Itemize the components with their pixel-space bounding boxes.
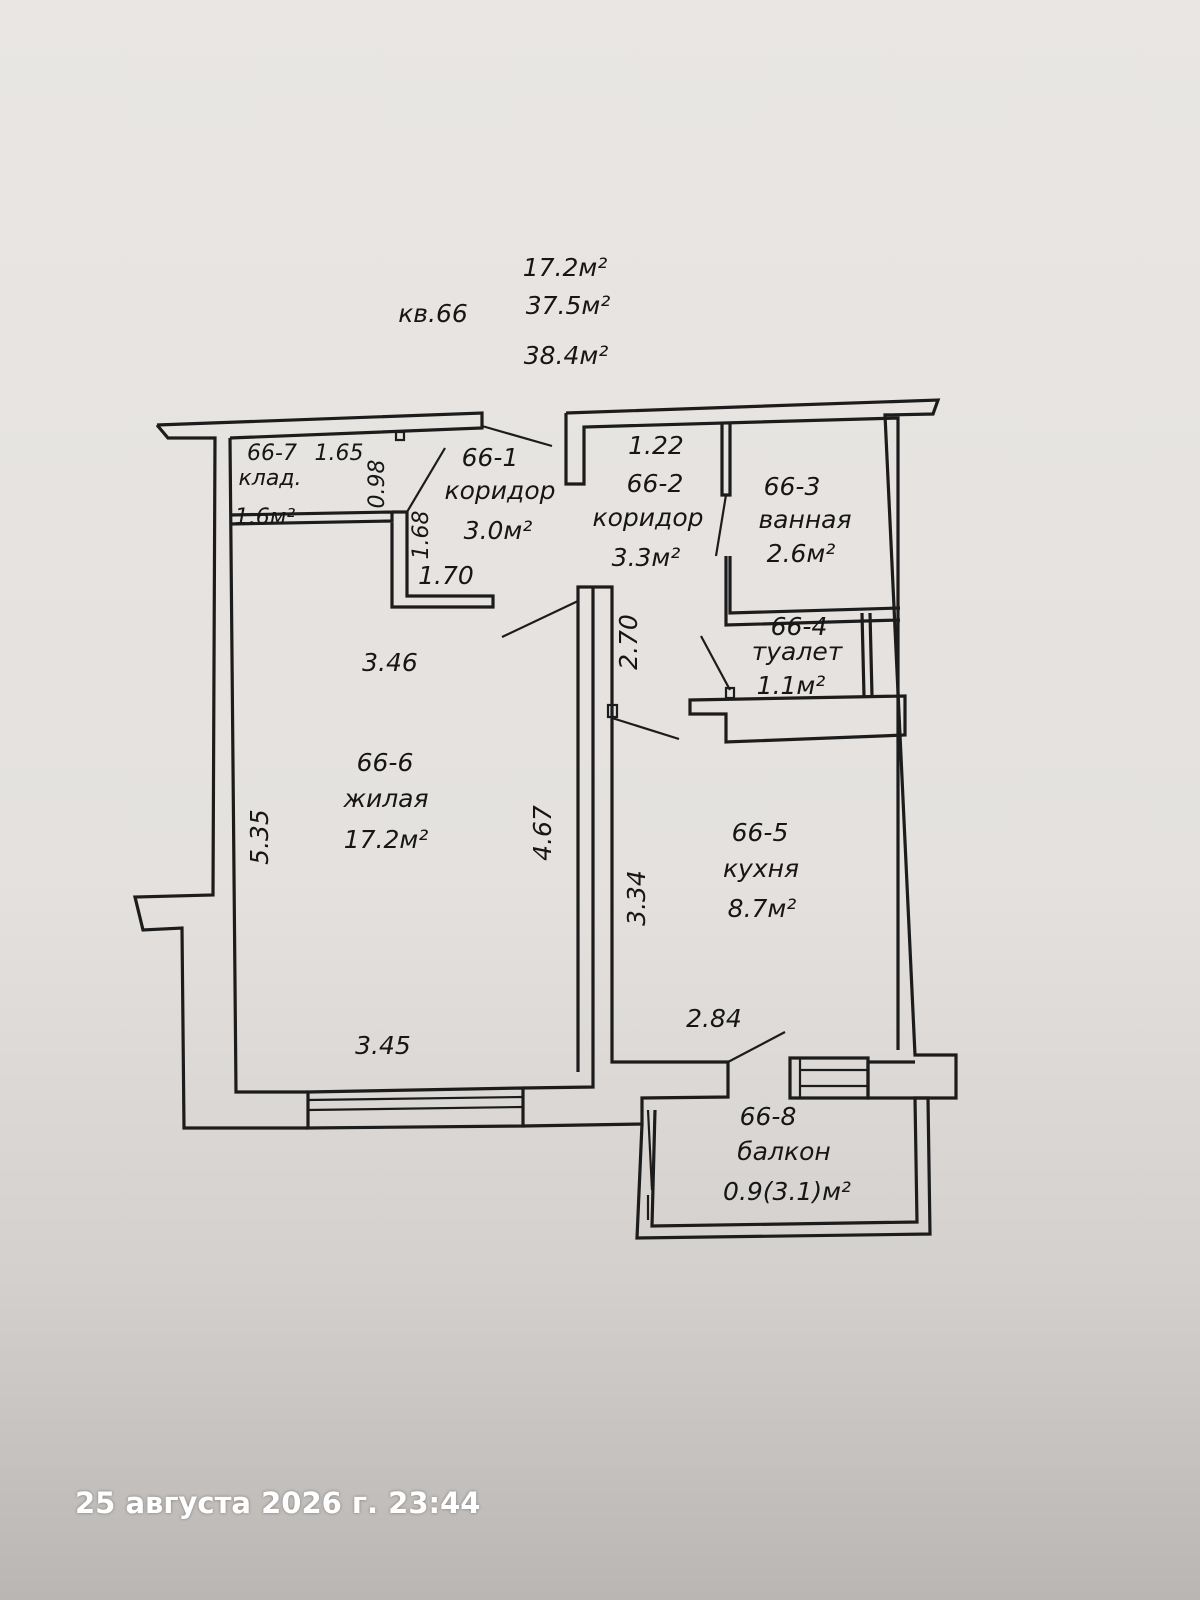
balcony-door	[727, 1031, 786, 1063]
room-name: кухня	[723, 854, 799, 883]
room-area: 1.6м²	[235, 505, 296, 530]
kitchen-door	[611, 716, 680, 741]
room-area: 8.7м²	[728, 894, 797, 923]
room-area: 0.9(3.1)м²	[723, 1177, 851, 1206]
header-block: кв.66 17.2м² 37.5м² 38.4м²	[398, 253, 610, 370]
dim-living-left: 5.35	[245, 809, 274, 865]
room-id: 66-7	[247, 441, 297, 466]
walls	[132, 398, 958, 1240]
room-name: жилая	[342, 784, 428, 813]
apartment-number: кв.66	[398, 299, 468, 328]
dim-living-top: 3.46	[362, 648, 418, 677]
room-id: 66-6	[357, 748, 414, 777]
room-name: клад.	[238, 466, 301, 491]
photo-timestamp: 25 августа 2026 г. 23:44	[75, 1486, 481, 1520]
room-name: туалет	[752, 637, 844, 666]
south-wall	[522, 585, 730, 1128]
total-area-with-balcony: 38.4м²	[524, 341, 609, 370]
room-name: ванная	[758, 505, 851, 534]
room-66-2: 66-2 коридор 3.3м²	[593, 469, 704, 572]
west-wall-inner	[228, 437, 308, 1094]
dim-kitchen-left: 3.34	[622, 870, 651, 926]
balcony-rail	[646, 1109, 654, 1220]
living-door	[501, 600, 579, 638]
toilet-door	[700, 635, 731, 691]
room-area: 3.0м²	[464, 516, 533, 545]
dim-corridor2-depth: 2.70	[614, 614, 643, 670]
room-66-4: 66-4 туалет 1.1м²	[752, 612, 844, 700]
toilet-wall	[728, 556, 901, 697]
dim-living-bottom: 3.45	[355, 1031, 411, 1060]
room-name: коридор	[445, 476, 556, 505]
room-name: балкон	[737, 1137, 830, 1166]
balcony-window-glass	[798, 1058, 868, 1098]
dimensions: 1.65 0.98 1.68 1.70 1.22 2.70 3.46 5.35 …	[245, 431, 742, 1060]
dim-corridor1-depth: 1.68	[409, 511, 434, 560]
living-window-glass	[307, 1095, 524, 1112]
dim-corridor2-width: 1.22	[628, 431, 684, 460]
room-id: 66-3	[764, 472, 821, 501]
entrance-door	[481, 424, 553, 448]
kitchen-door-jamb	[606, 703, 619, 719]
room-66-5: 66-5 кухня 8.7м²	[723, 818, 799, 923]
dim-storage-width: 1.65	[315, 441, 364, 466]
room-66-3: 66-3 ванная 2.6м²	[758, 472, 851, 568]
kitchen-north-wall	[688, 694, 907, 744]
room-area: 3.3м²	[612, 543, 681, 572]
dim-kitchen-bottom: 2.84	[686, 1004, 742, 1033]
dim-living-right: 4.67	[528, 805, 557, 861]
total-area: 37.5м²	[526, 291, 611, 320]
room-id: 66-5	[732, 818, 789, 847]
room-66-8: 66-8 балкон 0.9(3.1)м²	[723, 1102, 851, 1206]
room-id: 66-2	[627, 469, 684, 498]
room-area: 2.6м²	[767, 539, 836, 568]
dim-corridor1-width: 1.70	[418, 561, 474, 590]
balcony-outline	[635, 1096, 932, 1240]
room-66-6: 66-6 жилая 17.2м²	[342, 748, 428, 854]
storage-door-jamb	[394, 430, 406, 442]
bathroom-door	[714, 494, 728, 557]
room-id: 66-1	[462, 443, 519, 472]
dim-storage-depth: 0.98	[365, 460, 390, 509]
room-id: 66-4	[771, 612, 828, 641]
west-wall	[132, 423, 308, 1130]
north-wall-left	[156, 411, 484, 440]
room-id: 66-8	[740, 1102, 797, 1131]
room-name: коридор	[593, 503, 704, 532]
room-area: 17.2м²	[344, 825, 429, 854]
room-66-7: 66-7 клад. 1.6м²	[235, 441, 302, 530]
entrance-jamb	[564, 413, 900, 1050]
living-area-total: 17.2м²	[523, 253, 608, 282]
room-66-1: 66-1 коридор 3.0м²	[445, 443, 556, 545]
balcony-window	[788, 1056, 870, 1100]
room-area: 1.1м²	[757, 671, 826, 700]
storage-door	[406, 447, 446, 513]
